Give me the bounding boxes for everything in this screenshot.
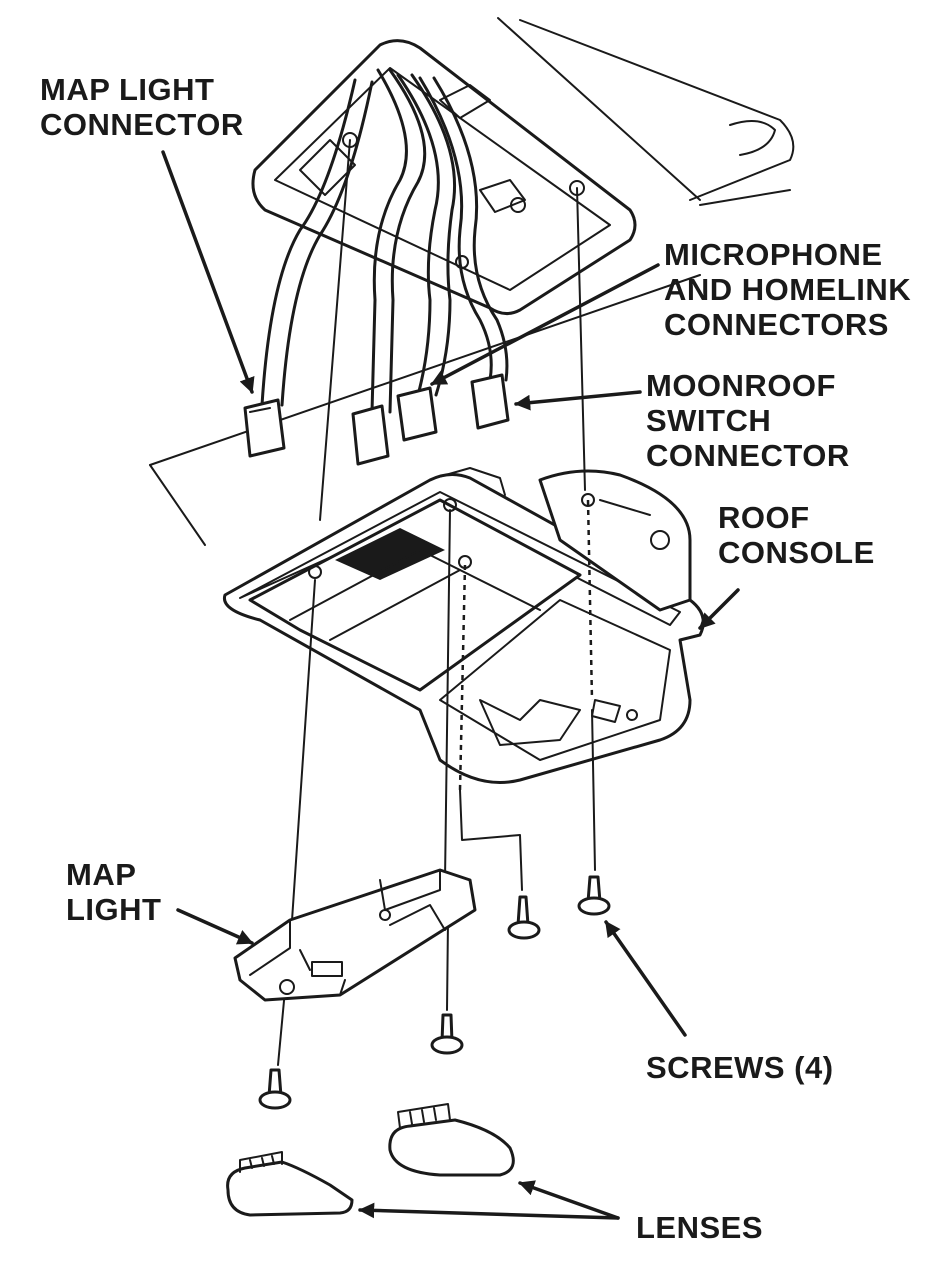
map-light-connector xyxy=(243,398,286,458)
screw-3 xyxy=(430,1013,464,1055)
microphone-connector xyxy=(351,404,390,466)
arrow-lens-left xyxy=(358,1202,620,1220)
label-screws-text: SCREWS (4) xyxy=(646,1050,834,1085)
label-microphone-line3: CONNECTORS xyxy=(664,307,889,342)
label-roof-console-line2: CONSOLE xyxy=(718,535,875,570)
label-map-light-connector-line2: CONNECTOR xyxy=(40,107,244,142)
label-lenses: LENSES xyxy=(636,1210,763,1245)
label-map-light-connector: MAP LIGHT CONNECTOR xyxy=(40,72,244,142)
screw-alignment-lines xyxy=(277,139,596,1066)
label-map-light-connector-line1: MAP LIGHT xyxy=(40,72,215,107)
arrow-roof-console xyxy=(698,588,740,630)
label-map-light-line2: LIGHT xyxy=(66,892,162,927)
label-moonroof-line2: SWITCH xyxy=(646,403,772,438)
label-moonroof-line3: CONNECTOR xyxy=(646,438,850,473)
label-roof-console: ROOF CONSOLE xyxy=(718,500,875,570)
arrow-map-light-connector xyxy=(161,150,255,394)
label-microphone-line1: MICROPHONE xyxy=(664,237,883,272)
label-map-light: MAP LIGHT xyxy=(66,857,162,927)
arrow-screws xyxy=(604,920,687,1037)
leader-arrows xyxy=(161,150,740,1220)
screw-4 xyxy=(258,1068,292,1110)
homelink-connector xyxy=(396,386,438,442)
arrow-microphone-homelink xyxy=(430,263,660,386)
wire-harness xyxy=(260,68,509,414)
roof-mounting-bracket xyxy=(251,39,637,315)
label-map-light-line1: MAP xyxy=(66,857,137,892)
arrow-moonroof-switch xyxy=(514,390,642,411)
label-moonroof-switch-connector: MOONROOF SWITCH CONNECTOR xyxy=(646,368,850,473)
label-screws: SCREWS (4) xyxy=(646,1050,834,1085)
arrow-map-light xyxy=(176,908,254,945)
screw-2 xyxy=(577,875,611,916)
label-lenses-text: LENSES xyxy=(636,1210,764,1245)
label-microphone-line2: AND HOMELINK xyxy=(664,272,912,307)
lens-left xyxy=(226,1151,354,1217)
label-roof-console-line1: ROOF xyxy=(718,500,810,535)
label-microphone-homelink-connectors: MICROPHONE AND HOMELINK CONNECTORS xyxy=(664,237,911,342)
screw-1 xyxy=(507,895,541,940)
arrow-lens-right xyxy=(518,1180,620,1220)
lens-right xyxy=(388,1103,515,1177)
map-light xyxy=(233,868,477,1002)
label-moonroof-line1: MOONROOF xyxy=(646,368,836,403)
moonroof-switch-connector xyxy=(470,373,510,430)
